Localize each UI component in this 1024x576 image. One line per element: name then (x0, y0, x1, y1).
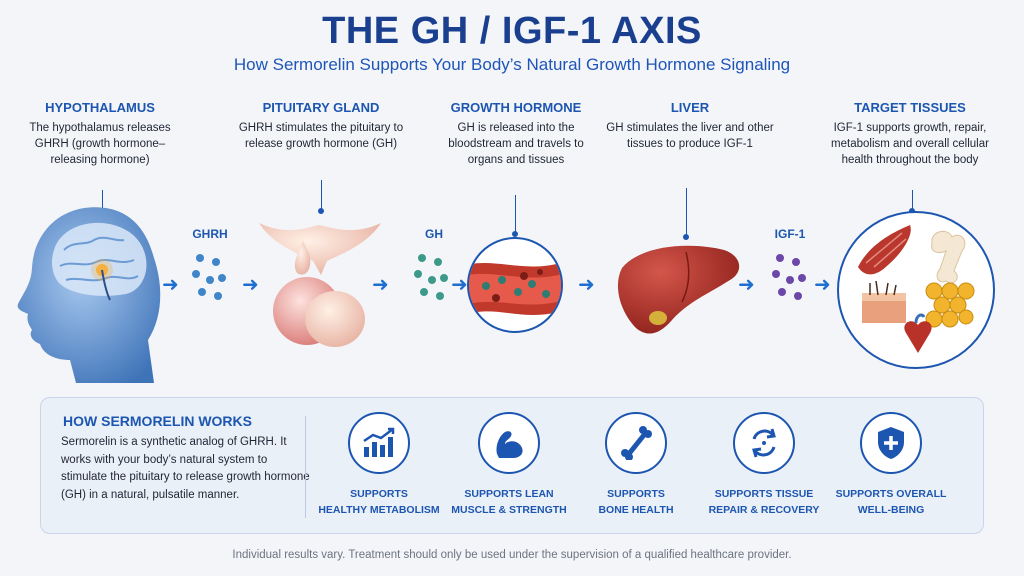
flow-arrow-4: ➜ (451, 274, 468, 296)
benefit-label-metabolism: SUPPORTS HEALTHY METABOLISM (318, 488, 440, 516)
stage-desc-target-tissues: IGF-1 supports growth, repair, metabolis… (831, 122, 989, 166)
flow-arrow-1: ➜ (162, 274, 179, 296)
benefit-label-muscle: SUPPORTS LEAN MUSCLE & STRENGTH (451, 488, 567, 516)
igf1-molecules (772, 254, 806, 300)
pointer-dot-liver (683, 234, 689, 240)
molecule-label-gh: GH (425, 227, 443, 241)
benefit-tissue-repair: SUPPORTS TISSUE REPAIR & RECOVERY (699, 412, 829, 518)
flow-arrow-7: ➜ (814, 274, 831, 296)
panel-divider (305, 416, 306, 518)
flow-arrow-5: ➜ (578, 274, 595, 296)
page-title: THE GH / IGF-1 AXIS (322, 10, 702, 52)
blood-vessel-illustration (467, 237, 563, 333)
head-brain-illustration (17, 207, 161, 383)
flow-arrow-6: ➜ (738, 274, 755, 296)
page-subtitle: How Sermorelin Supports Your Body’s Natu… (233, 55, 791, 74)
benefit-label-well-being: SUPPORTS OVERALL WELL-BEING (835, 488, 947, 516)
disclaimer-footer: Individual results vary. Treatment shoul… (232, 549, 792, 561)
pituitary-gland-illustration (259, 223, 381, 347)
flow-arrow-3: ➜ (372, 274, 389, 296)
benefit-bone: SUPPORTS BONE HEALTH (571, 412, 701, 518)
pointer-line-tissues (912, 190, 913, 212)
stage-desc-liver: GH stimulates the liver and other tissue… (606, 122, 774, 150)
stage-heading-growth-hormone: GROWTH HORMONE (450, 100, 582, 115)
panel-description: Sermorelin is a synthetic analog of GHRH… (61, 436, 310, 501)
stage-heading-pituitary: PITUITARY GLAND (262, 100, 380, 115)
molecule-label-igf1: IGF-1 (774, 227, 806, 241)
bar-chart-icon (348, 412, 410, 474)
stage-heading-hypothalamus: HYPOTHALAMUS (45, 100, 155, 115)
panel-title: HOW SERMORELIN WORKS (63, 413, 252, 429)
gh-molecules (414, 254, 448, 300)
stage-desc-growth-hormone: GH is released into the bloodstream and … (448, 122, 584, 166)
stage-heading-liver: LIVER (670, 100, 710, 115)
flow-arrow-2: ➜ (242, 274, 259, 296)
pointer-line-pituitary (321, 180, 322, 212)
target-tissues-illustration (837, 211, 995, 369)
pointer-line-vessel (515, 195, 516, 235)
stage-desc-pituitary: GHRH stimulates the pituitary to release… (238, 122, 404, 150)
pointer-dot-pituitary (318, 208, 324, 214)
benefit-metabolism: SUPPORTS HEALTHY METABOLISM (314, 412, 444, 518)
ghrh-molecules (192, 254, 226, 300)
stage-heading-target-tissues: TARGET TISSUES (854, 100, 966, 115)
pointer-dot-tissues (909, 208, 915, 214)
bone-icon (605, 412, 667, 474)
muscle-arm-icon (478, 412, 540, 474)
stage-desc-hypothalamus: The hypothalamus releases GHRH (growth h… (29, 122, 171, 166)
benefit-muscle: SUPPORTS LEAN MUSCLE & STRENGTH (444, 412, 574, 518)
pointer-line-liver (686, 188, 687, 238)
how-sermorelin-works-panel: HOW SERMORELIN WORKS Sermorelin is a syn… (40, 397, 984, 534)
benefit-label-tissue-repair: SUPPORTS TISSUE REPAIR & RECOVERY (708, 488, 820, 516)
benefit-well-being: SUPPORTS OVERALL WELL-BEING (826, 412, 956, 518)
pointer-dot-vessel (512, 231, 518, 237)
liver-illustration (617, 245, 740, 334)
refresh-cycle-icon (733, 412, 795, 474)
molecule-label-ghrh: GHRH (192, 227, 228, 241)
benefit-label-bone: SUPPORTS BONE HEALTH (598, 488, 674, 516)
shield-plus-icon (860, 412, 922, 474)
